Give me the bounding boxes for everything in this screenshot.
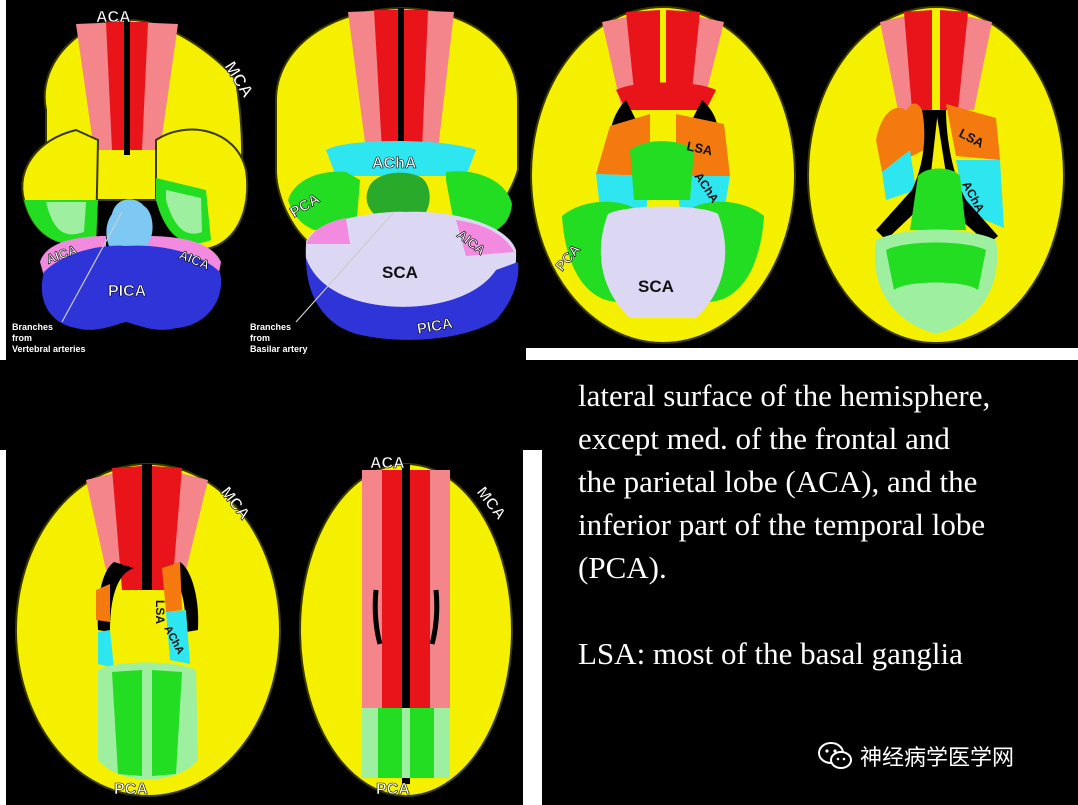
label-aca: ACA xyxy=(96,9,131,26)
note-basilar-2: from xyxy=(250,333,270,343)
description-line-2: except med. of the frontal and xyxy=(578,421,950,456)
wechat-icon xyxy=(818,742,852,769)
panel-brainstem-slices: ACA MCA AICA AICA PICA Branches from Ver… xyxy=(6,0,526,360)
slice-centrum-semiovale: ACA MCA PCA xyxy=(299,455,513,798)
panel-upper-slices: LSA MCA AChA PCA ACA MCA PCA xyxy=(6,450,523,805)
note-vertebral-2: from xyxy=(12,333,32,343)
slice-vertebral: ACA MCA AICA AICA PICA Branches from Ver… xyxy=(12,9,258,354)
upper-slices-diagram: LSA MCA AChA PCA ACA MCA PCA xyxy=(15,455,513,798)
slice-basilar: AChA PCA SCA AICA PICA Branches from Bas… xyxy=(250,6,519,354)
spacer xyxy=(578,589,1068,632)
description-line-3: the parietal lobe (ACA), and the xyxy=(578,464,978,499)
label-aca: ACA xyxy=(370,455,405,472)
note-basilar-1: Branches xyxy=(250,322,291,332)
label-pca-2: PCA xyxy=(376,781,410,798)
label-pca: PCA xyxy=(114,781,148,798)
label-sca: SCA xyxy=(382,263,418,282)
lsa-description: LSA: most of the basal ganglia xyxy=(578,636,963,671)
description-line-5: (PCA). xyxy=(578,550,667,585)
note-basilar-3: Basilar artery xyxy=(250,344,308,354)
basal-ganglia-diagram: LSA AChA PCA SCA LS xyxy=(530,6,1065,344)
brainstem-diagram: ACA MCA AICA AICA PICA Branches from Ver… xyxy=(12,6,519,354)
note-vertebral-3: Vertebral arteries xyxy=(12,344,86,354)
watermark: 神经病学医学网 xyxy=(818,736,1014,776)
description-line-1: lateral surface of the hemisphere, xyxy=(578,378,991,413)
description: lateral surface of the hemisphere, excep… xyxy=(578,374,1068,675)
label-lsa: LSA xyxy=(153,600,167,624)
slice-internal-capsule: LSA AChA xyxy=(807,6,1065,344)
black-gap xyxy=(0,360,542,450)
note-vertebral-1: Branches xyxy=(12,322,53,332)
description-line-4: inferior part of the temporal lobe xyxy=(578,507,986,542)
label-acha: AChA xyxy=(372,155,417,172)
slice-lateral-ventricle: LSA MCA AChA PCA xyxy=(15,463,281,798)
label-pica: PICA xyxy=(108,283,147,300)
panel-basal-ganglia-slices: LSA AChA PCA SCA LS xyxy=(526,0,1078,348)
label-lsa: LSA xyxy=(685,138,714,158)
label-sca: SCA xyxy=(638,277,674,296)
slice-thalamic: LSA AChA PCA SCA xyxy=(530,6,796,344)
text-panel: lateral surface of the hemisphere, excep… xyxy=(542,360,1078,805)
watermark-text: 神经病学医学网 xyxy=(860,746,1015,771)
label-pica: PICA xyxy=(416,315,454,338)
